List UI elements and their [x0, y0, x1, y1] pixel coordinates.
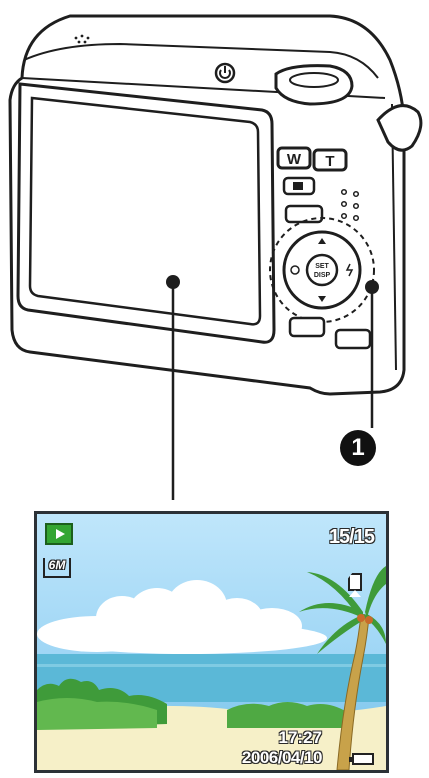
capture-date: 2006/04/10	[242, 748, 322, 768]
set-label: SET	[315, 263, 329, 270]
playback-button-icon	[293, 182, 303, 190]
dial-leader-dot	[365, 280, 379, 294]
beach-scene	[37, 514, 386, 770]
lcd-playback-screen: 6M 15/15 17:27 2006/04/10	[34, 511, 389, 773]
callout-number-1: 1	[340, 430, 376, 466]
bottom-right-button	[336, 330, 370, 348]
battery-icon	[352, 753, 374, 765]
shutter-button	[276, 66, 352, 104]
zoom-tele-label: T	[325, 153, 334, 170]
disp-label: DISP	[314, 272, 331, 279]
bushes-right	[227, 702, 347, 728]
capture-time: 17:27	[279, 728, 322, 748]
image-counter: 15/15	[329, 526, 374, 549]
memory-card-icon	[348, 573, 362, 591]
lcd-panel	[30, 98, 260, 324]
zoom-wide-label: W	[287, 151, 302, 168]
set-button	[307, 255, 337, 285]
clouds	[37, 580, 327, 654]
bottom-left-button	[290, 318, 324, 336]
screen-leader-dot	[166, 275, 180, 289]
image-size-icon: 6M	[43, 558, 71, 578]
mode-button	[286, 206, 322, 222]
playback-mode-icon	[45, 523, 73, 545]
memory-card-arrow-icon	[349, 590, 361, 597]
